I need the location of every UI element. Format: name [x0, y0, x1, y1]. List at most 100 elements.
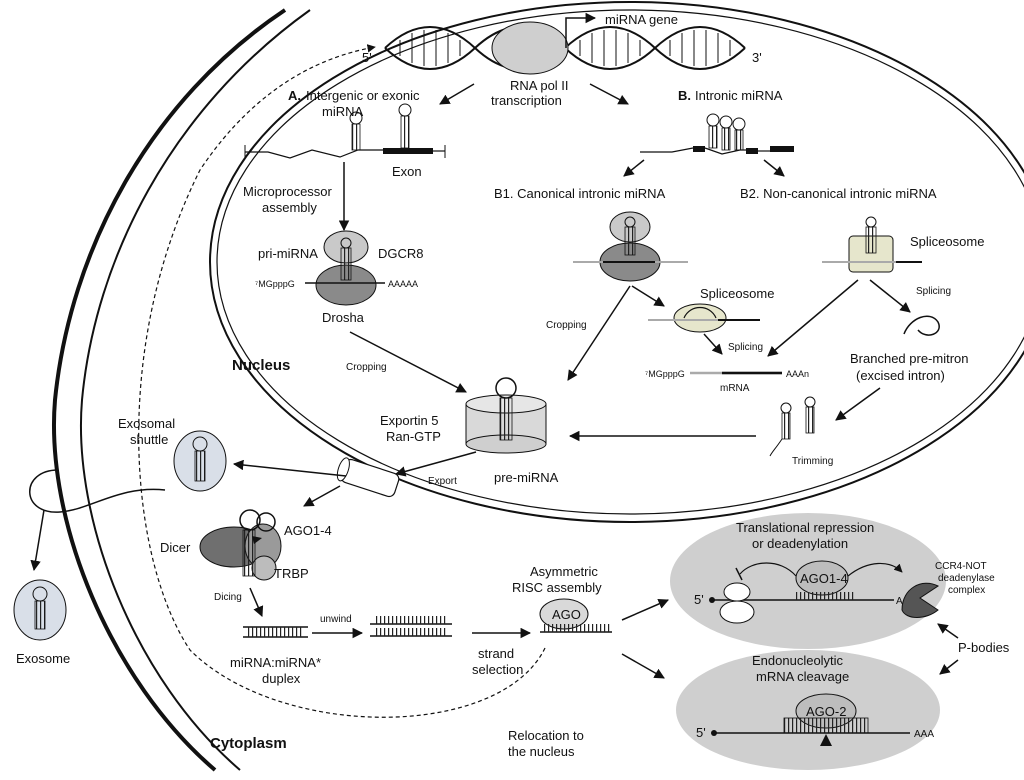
pre-mirna-label: pre-miRNA [494, 470, 559, 485]
mirna-duplex [243, 626, 308, 638]
arrow-splicing-mid [703, 333, 723, 355]
risc-label: RISC assembly [512, 580, 602, 595]
b2-label: B2. Non-canonical intronic miRNA [740, 186, 937, 201]
exosome-budding [29, 469, 166, 513]
ago14-label: AGO1-4 [284, 523, 332, 538]
b-heading-text: Intronic miRNA [695, 88, 783, 103]
a-heading-text: Intergenic or exonic [306, 88, 420, 103]
shuttle-label: shuttle [130, 432, 168, 447]
arrow-to-shuttle [232, 459, 347, 477]
hairpin-icon [349, 111, 363, 151]
spliceosome-right-label: Spliceosome [910, 234, 984, 249]
exosome-label: Exosome [16, 651, 70, 666]
selection-label: selection [472, 662, 523, 677]
five-b-label: 5' [696, 725, 706, 740]
trans-label: Translational repression [736, 520, 874, 535]
unwound-duplex [370, 616, 452, 637]
exportin-label: Exportin 5 [380, 413, 439, 428]
duplex-label-2: duplex [262, 671, 301, 686]
arrow-to-b [589, 83, 629, 105]
dicing-label: Dicing [214, 592, 242, 603]
lariat-icon [903, 315, 940, 336]
pri-transcript-a [244, 145, 446, 159]
b2-spliceosome [822, 216, 922, 273]
arrow-pbodies-down [939, 659, 959, 675]
excised-label: (excised intron) [856, 368, 945, 383]
nucleus-label: Nucleus [232, 357, 290, 374]
duplex-label: miRNA:miRNA* [230, 655, 321, 670]
arrow-to-a [439, 83, 475, 105]
arrow-to-b2 [763, 159, 785, 177]
nucleus-envelope-inner [216, 9, 1024, 515]
cropping-mid-label: Cropping [546, 320, 587, 331]
trimming-hairpins [769, 396, 816, 457]
arrow-dicing [249, 587, 264, 617]
transcription-label: transcription [491, 93, 562, 108]
ago-label: AGO [552, 607, 581, 622]
repression-arrow [739, 562, 797, 577]
splicing-right-label: Splicing [916, 286, 951, 297]
arrow-b2-to-mitron [869, 279, 911, 313]
rna-pol-ii [491, 21, 569, 75]
trbp-label: TRBP [274, 566, 309, 581]
pri-transcript-b [640, 146, 794, 155]
five-prime-label: 5' [362, 50, 372, 65]
hairpin-cluster-icon [706, 113, 746, 151]
unwind-label: unwind [320, 614, 352, 625]
b1-spliceosome [648, 303, 760, 333]
polya-label: AAAAA [388, 279, 418, 289]
exosome-vesicle [13, 579, 67, 641]
dicer-complex [199, 509, 282, 581]
mirna-gene-label: miRNA gene [605, 12, 678, 27]
transcription-start-arrow [565, 12, 597, 48]
cap-mid-label: ⁷MGpppG [645, 369, 685, 379]
cap-dot-a [709, 597, 715, 603]
repression-bar [735, 567, 743, 581]
relocation-label-2: the nucleus [508, 744, 575, 759]
cytoplasm-label: Cytoplasm [210, 735, 287, 752]
rna-pol-label: RNA pol II [510, 78, 569, 93]
ribosome [719, 582, 755, 624]
ccr4-label: CCR4-NOT [935, 561, 987, 572]
deadenylation-arrow [847, 562, 903, 577]
cap-label: ⁷MGpppG [255, 279, 295, 289]
cell-membrane-inner [80, 9, 311, 771]
trimming-label: Trimming [792, 456, 833, 467]
exosomal-label: Exosomal [118, 416, 175, 431]
deadenylase-label: deadenylase [938, 573, 995, 584]
polya-mid-label: AAAn [786, 369, 809, 379]
nucleus-envelope-outer [209, 1, 1024, 523]
b1-microprocessor [573, 211, 688, 282]
ago2-label: AGO-2 [806, 704, 846, 719]
arrow-to-b1 [623, 159, 645, 177]
microprocessor-complex [305, 230, 385, 306]
endo-label: Endonucleolytic [752, 653, 844, 668]
arrow-b1-to-spliceosome [631, 285, 665, 307]
ago14-b-label: AGO1-4 [800, 571, 848, 586]
assembly-label: assembly [262, 200, 317, 215]
ago14-risc [794, 560, 854, 600]
five-a-label: 5' [694, 592, 704, 607]
three-prime-label: 3' [752, 50, 762, 65]
ago2-risc [783, 693, 869, 746]
a-heading-letter: A. [288, 88, 301, 103]
pre-mirna-exportin [465, 377, 547, 454]
complex-label: complex [948, 585, 985, 596]
a-heading-text-2: miRNA [322, 104, 363, 119]
exon-label: Exon [392, 164, 422, 179]
arrow-to-cleavage [621, 653, 665, 679]
strand-label: strand [478, 646, 514, 661]
deadenylation-label: or deadenylation [752, 536, 848, 551]
aaa-b-label: AAA [914, 729, 934, 740]
relocation-label: Relocation to [508, 728, 584, 743]
nuclear-pore [336, 457, 400, 498]
ccr4-not-complex [901, 582, 939, 618]
b-heading-letter: B. [678, 88, 691, 103]
arrow-to-exosome [30, 509, 45, 572]
arrow-export [394, 451, 477, 477]
arrow-mitron-to-trim [835, 387, 881, 421]
mrna-label: mRNA [720, 383, 750, 394]
arrow-to-dicer [303, 485, 341, 507]
pri-mirna-label: pri-miRNA [258, 246, 318, 261]
